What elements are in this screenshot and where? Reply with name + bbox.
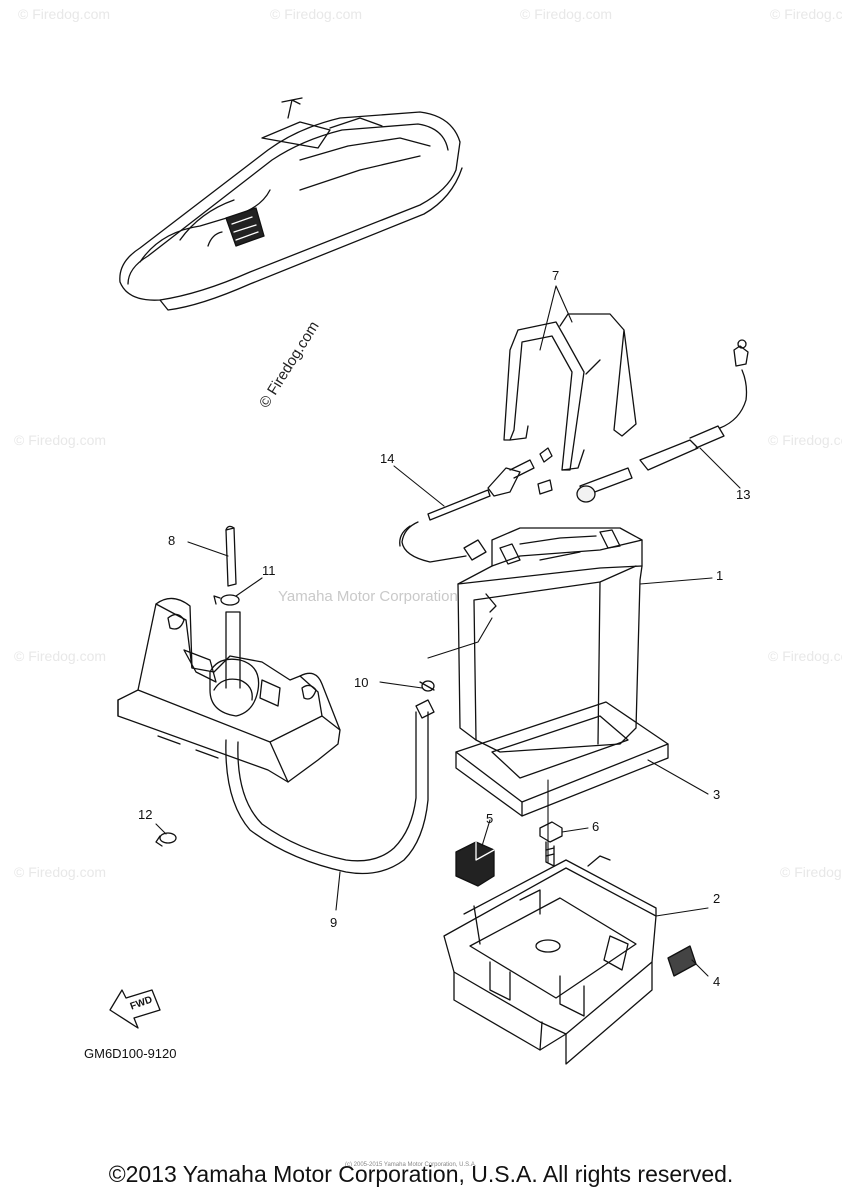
damper (667, 945, 697, 977)
callout-13: 13 (736, 487, 751, 502)
watermark: © Firedog.com (14, 432, 107, 448)
callout-10: 10 (354, 675, 369, 690)
drain-hose (225, 699, 435, 875)
callout-7: 7 (552, 268, 560, 283)
hose-clamp-11 (213, 594, 240, 606)
footer-copyright: ©2013 Yamaha Motor Corporation, U.S.A. A… (108, 1161, 734, 1187)
callout-9: 9 (330, 915, 338, 930)
diagram-code: GM6D100-9120 (84, 1046, 177, 1061)
battery-pad (455, 701, 669, 817)
callout-2: 2 (713, 891, 721, 906)
fwd-arrow (109, 989, 161, 1029)
battery (457, 527, 643, 753)
breather-hose (576, 339, 749, 503)
battery-band (503, 313, 637, 471)
watercraft-illustration (119, 97, 463, 311)
vent-tube (399, 447, 553, 563)
callout-5: 5 (486, 811, 494, 826)
callout-11: 11 (262, 563, 276, 578)
bolt (539, 821, 563, 867)
callout-14: 14 (380, 451, 395, 466)
watermark: © Firedog.com (18, 6, 111, 22)
callout-6: 6 (592, 819, 600, 834)
callout-8: 8 (168, 533, 176, 548)
watermark: © Firedog.com (768, 648, 842, 664)
hose-8 (225, 525, 237, 587)
leader-lines (155, 285, 741, 977)
fine-print: (c) 2005-2015 Yamaha Motor Corporation, … (345, 1162, 477, 1168)
watermark: © Firedog.com (520, 6, 613, 22)
watermark: © Firedog.com (780, 864, 842, 880)
watermark: © Firedog.com (270, 6, 363, 22)
pad (455, 841, 495, 887)
watermark: © Firedog.com (768, 432, 842, 448)
callout-1: 1 (716, 568, 724, 583)
callout-4: 4 (713, 974, 721, 989)
hose-clamp-12 (155, 832, 177, 847)
watermark-center: Yamaha Motor Corporation (278, 588, 458, 605)
callout-3: 3 (713, 787, 721, 802)
battery-box (443, 855, 657, 1065)
battery-holder (117, 597, 341, 783)
hose-clamp-10 (419, 680, 435, 692)
watermark: © Firedog.com (770, 6, 842, 22)
watermark: © Firedog.com (14, 864, 107, 880)
watermark: © Firedog.com (14, 648, 107, 664)
callout-12: 12 (138, 807, 153, 822)
